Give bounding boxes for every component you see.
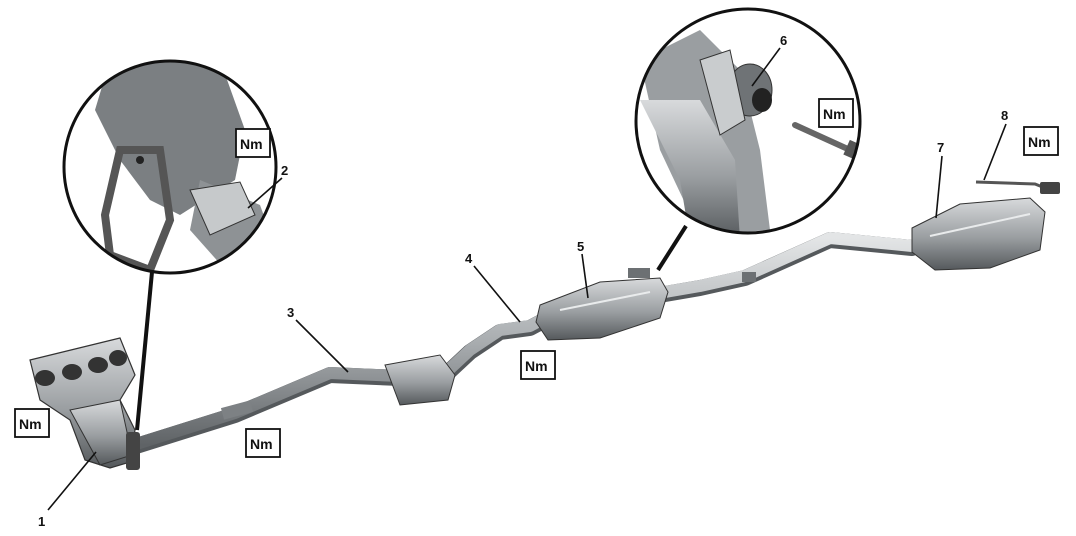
svg-text:Nm: Nm — [240, 136, 263, 152]
callout-6: 6 — [780, 33, 787, 48]
leader-2 — [247, 177, 283, 209]
callout-2: 2 — [281, 163, 288, 178]
svg-text:Nm: Nm — [525, 358, 548, 374]
exhaust-pipe-assembly — [125, 232, 920, 455]
callout-1: 1 — [38, 514, 45, 529]
callout-numbers: 1 2 3 4 5 6 7 8 — [38, 33, 1008, 529]
leader-3 — [295, 319, 349, 373]
center-silencer — [535, 268, 669, 341]
torque-box-clamp: Nm — [235, 128, 271, 158]
torque-box-front-hanger: Nm — [245, 428, 281, 458]
callout-8: 8 — [1001, 108, 1008, 123]
svg-text:Nm: Nm — [19, 416, 42, 432]
torque-box-joint: Nm — [520, 350, 556, 380]
leader-7 — [935, 155, 943, 219]
torque-box-hanger-bolt: Nm — [818, 98, 854, 128]
leader-8 — [983, 123, 1007, 181]
callout-5: 5 — [577, 239, 584, 254]
exhaust-manifold — [29, 337, 140, 470]
svg-text:Nm: Nm — [1028, 134, 1051, 150]
rear-silencer — [742, 180, 1060, 282]
svg-text:Nm: Nm — [823, 106, 846, 122]
leader-4 — [473, 265, 521, 323]
front-silencer — [220, 354, 456, 420]
svg-text:Nm: Nm — [250, 436, 273, 452]
leader-1 — [47, 451, 97, 511]
callout-4: 4 — [465, 251, 473, 266]
leader-6 — [751, 47, 781, 87]
detail-view-manifold-clamp — [62, 59, 278, 431]
detail-view-hanger-bolt — [634, 7, 862, 272]
torque-box-rear: Nm — [1023, 126, 1059, 156]
torque-boxes: Nm Nm Nm Nm Nm Nm — [14, 98, 1059, 458]
leader-5 — [581, 253, 589, 299]
callout-3: 3 — [287, 305, 294, 320]
callout-7: 7 — [937, 140, 944, 155]
leader-lines — [47, 47, 1007, 511]
torque-box-manifold: Nm — [14, 408, 50, 438]
